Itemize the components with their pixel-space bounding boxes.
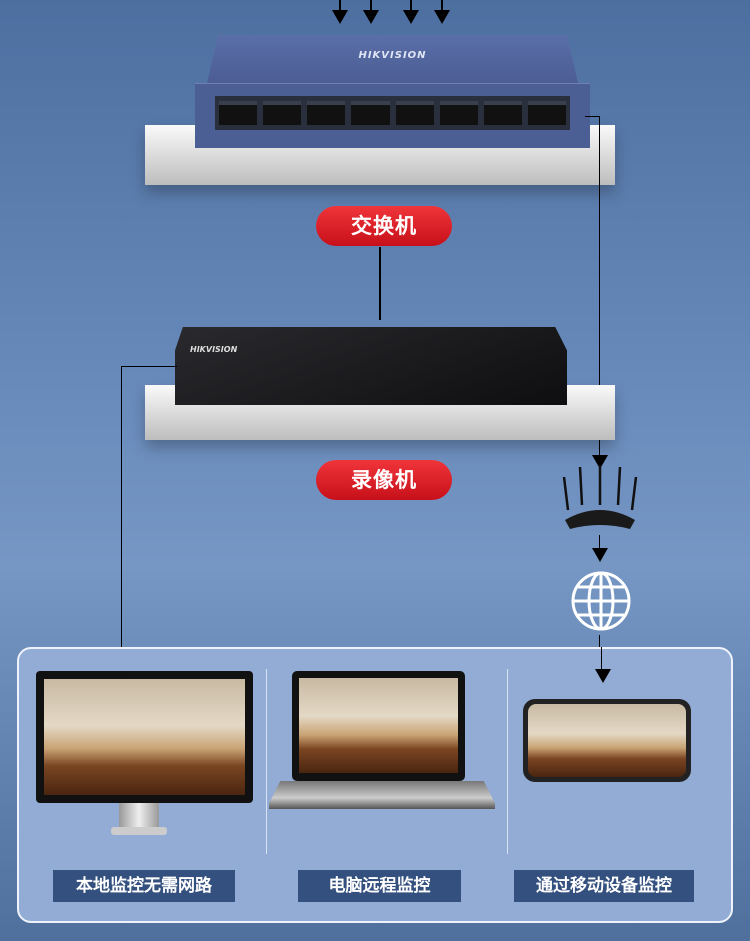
cable-line (585, 116, 600, 117)
cable-line (599, 535, 600, 550)
camera-feed-image (528, 704, 686, 777)
monitor-stand (119, 803, 159, 829)
ethernet-port (527, 101, 566, 125)
mobile-monitoring-label: 通过移动设备监控 (514, 870, 694, 902)
pc-remote-monitoring-label: 电脑远程监控 (298, 870, 461, 902)
desktop-monitor (36, 671, 253, 803)
arrow-down-icon (592, 548, 608, 562)
cable-line (441, 0, 443, 12)
laptop-keyboard (269, 781, 495, 809)
network-switch: HIKVISION (195, 35, 590, 148)
cable-line (370, 0, 372, 12)
divider (266, 669, 267, 854)
switch-label: 交换机 (316, 206, 452, 246)
ethernet-port (351, 101, 390, 125)
camera-feed-image (44, 679, 245, 795)
arrow-down-icon (592, 455, 608, 469)
monitor-base (111, 827, 167, 835)
camera-feed-image (299, 678, 458, 773)
nvr-logo: HIKVISION (190, 345, 238, 354)
arrow-down-icon (595, 669, 611, 683)
arrow-down-icon (434, 10, 450, 24)
switch-ports (215, 96, 570, 130)
cable-line (339, 0, 341, 12)
ethernet-port (483, 101, 522, 125)
local-monitoring-label: 本地监控无需网路 (53, 870, 235, 902)
ethernet-port (219, 101, 258, 125)
cable-line (121, 366, 177, 367)
ethernet-port (263, 101, 302, 125)
cable-line (601, 647, 602, 671)
divider (507, 669, 508, 854)
ethernet-port (307, 101, 346, 125)
laptop (292, 671, 465, 781)
ethernet-port (395, 101, 434, 125)
nvr-label: 录像机 (316, 460, 452, 500)
cable-line (379, 247, 381, 320)
switch-logo: HIKVISION (358, 50, 427, 61)
arrow-down-icon (332, 10, 348, 24)
globe-icon (571, 571, 631, 631)
smartphone (523, 699, 691, 782)
viewing-devices-panel: 本地监控无需网路 电脑远程监控 通过移动设备监控 (17, 647, 733, 923)
arrow-down-icon (403, 10, 419, 24)
ethernet-port (439, 101, 478, 125)
network-video-recorder: HIKVISION (175, 327, 567, 405)
cable-line (121, 366, 122, 658)
cable-line (410, 0, 412, 12)
wifi-router-icon (562, 465, 638, 529)
cable-line (599, 116, 600, 456)
arrow-down-icon (363, 10, 379, 24)
